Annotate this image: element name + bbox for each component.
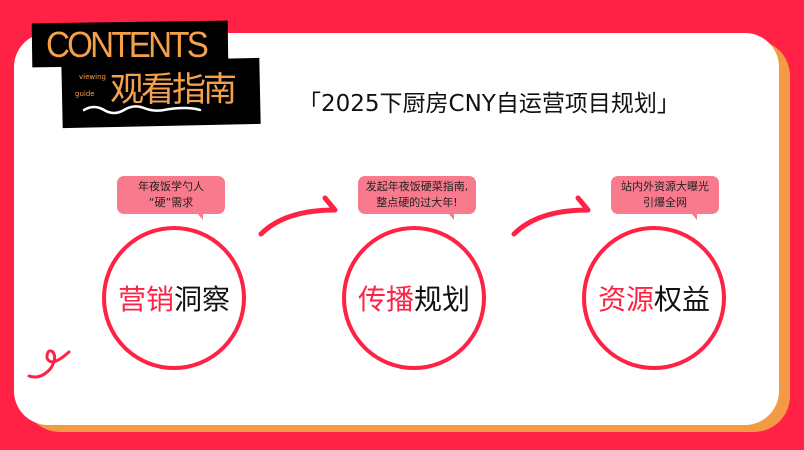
- step-2-label-black: 规划: [414, 283, 471, 316]
- page-title: 「2025下厨房CNY自运营项目规划」: [298, 91, 680, 117]
- step-3-label-black: 权益: [654, 283, 711, 316]
- step-1-circle: 营销洞察: [102, 226, 246, 370]
- step-1-bubble-line1: 年夜饭学勺人: [138, 180, 204, 193]
- step-1-bubble-line2: “硬”需求: [148, 196, 194, 209]
- step-3-label-red: 资源: [597, 283, 654, 316]
- step-2-label-red: 传播: [357, 283, 414, 316]
- badge-small-guide: guide: [75, 90, 95, 98]
- step-2-bubble: 发起年夜饭硬菜指南, 整点硬的过大年!: [358, 176, 476, 220]
- arrow-right-icon: [511, 195, 591, 237]
- badge-small-viewing: viewing: [79, 73, 106, 81]
- step-2-circle: 传播规划: [342, 226, 486, 370]
- squiggle-underline-icon: [82, 105, 202, 115]
- step-3-bubble-line1: 站内外资源大曝光: [621, 180, 709, 193]
- badge-title-cn: 观看指南: [110, 70, 237, 110]
- step-3-bubble: 站内外资源大曝光 引爆全网: [611, 176, 719, 220]
- arrow-right-icon: [258, 195, 338, 237]
- step-2-bubble-line2: 整点硬的过大年!: [376, 196, 458, 209]
- step-3-circle: 资源权益: [582, 226, 726, 370]
- badge-title-en: CONTENTS: [46, 24, 209, 65]
- step-3-bubble-line2: 引爆全网: [643, 196, 687, 209]
- step-2-bubble-line1: 发起年夜饭硬菜指南,: [365, 180, 469, 193]
- step-1-label-red: 营销: [117, 283, 174, 316]
- decorative-swirl-icon: [27, 349, 71, 379]
- step-1-bubble: 年夜饭学勺人 “硬”需求: [117, 176, 225, 220]
- step-1-label-black: 洞察: [174, 283, 231, 316]
